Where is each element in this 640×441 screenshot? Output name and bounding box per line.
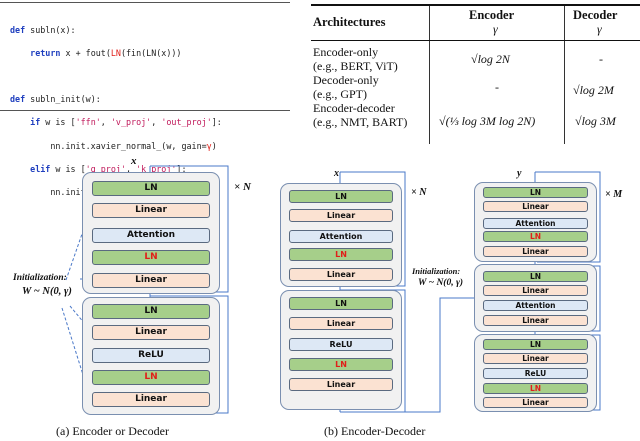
layer-ln: LN: [92, 304, 210, 319]
row-encoder-gamma: -: [495, 80, 499, 94]
init-formula: W ~ N(0, γ): [418, 278, 464, 288]
layer-linear: Linear: [289, 317, 393, 330]
layer-attention: Attention: [483, 300, 588, 311]
table-top-rule: [311, 4, 640, 6]
row-decoder-gamma: √log 3M: [575, 114, 616, 128]
input-x-label: x: [131, 155, 137, 167]
header-decoder-gamma: γ: [597, 22, 602, 36]
row-decoder-gamma: √log 2M: [573, 83, 614, 97]
layer-linear: Linear: [92, 203, 210, 218]
row-arch-example: (e.g., BERT, ViT): [313, 59, 398, 73]
input-x-label: x: [334, 168, 339, 179]
layer-relu: ReLU: [92, 348, 210, 363]
repeat-n-label: × N: [234, 181, 251, 193]
layer-ln-highlight: LN: [483, 383, 588, 394]
layer-ln-highlight: LN: [483, 231, 588, 242]
layer-relu: ReLU: [289, 338, 393, 351]
code-line: nn.init.xavier_normal_(w, gain=γ): [50, 140, 217, 151]
layer-ln: LN: [483, 339, 588, 350]
init-label: Initialization:: [13, 273, 67, 283]
layer-linear: Linear: [483, 353, 588, 364]
repeat-n-label: × N: [411, 187, 427, 198]
code-line: if w is ['ffn', 'v_proj', 'out_proj']:: [30, 117, 222, 128]
layer-linear: Linear: [483, 285, 588, 296]
row-arch-example: (e.g., GPT): [313, 87, 367, 101]
header-decoder: Decoder: [573, 8, 618, 22]
header-encoder: Encoder: [469, 8, 515, 22]
caption-a: (a) Encoder or Decoder: [56, 424, 169, 438]
table-col-divider: [429, 6, 430, 144]
layer-linear: Linear: [483, 246, 588, 257]
header-architectures: Architectures: [313, 15, 386, 29]
layer-linear: Linear: [289, 378, 393, 391]
row-encoder-gamma: √(⅓ log 3M log 2N): [439, 114, 536, 128]
layer-ln-highlight: LN: [289, 358, 393, 371]
layer-attention: Attention: [92, 228, 210, 243]
layer-attention: Attention: [289, 230, 393, 243]
layer-ln: LN: [483, 187, 588, 198]
row-arch: Encoder-only: [313, 45, 379, 59]
input-y-label: y: [517, 168, 522, 179]
layer-linear: Linear: [92, 325, 210, 340]
layer-ln: LN: [289, 297, 393, 310]
layer-ln: LN: [483, 271, 588, 282]
init-formula: W ~ N(0, γ): [22, 286, 72, 297]
layer-linear: Linear: [92, 392, 210, 407]
code-line: elif w is ['q_proj', 'k_proj']:: [30, 163, 187, 174]
layer-relu: ReLU: [483, 368, 588, 379]
layer-ln-highlight: LN: [92, 250, 210, 265]
layer-linear: Linear: [289, 268, 393, 281]
layer-ln: LN: [289, 190, 393, 203]
layer-ln-highlight: LN: [289, 248, 393, 261]
code-top-rule: [0, 2, 290, 3]
caption-b: (b) Encoder-Decoder: [324, 424, 426, 438]
row-arch-example: (e.g., NMT, BART): [313, 115, 408, 129]
layer-ln-highlight: LN: [92, 370, 210, 385]
layer-linear: Linear: [483, 397, 588, 408]
layer-linear: Linear: [289, 209, 393, 222]
layer-linear: Linear: [483, 315, 588, 326]
code-line: def subln_init(w):: [10, 94, 101, 105]
init-label: Initialization:: [412, 266, 461, 276]
layer-ln: LN: [92, 181, 210, 196]
table-mid-rule: [311, 40, 640, 41]
layer-attention: Attention: [483, 218, 588, 229]
header-encoder-gamma: γ: [493, 22, 498, 36]
layer-linear: Linear: [92, 273, 210, 288]
row-arch: Encoder-decoder: [313, 101, 395, 115]
code-bottom-rule: [0, 110, 290, 111]
repeat-m-label: × M: [605, 189, 623, 200]
code-line: return x + fout(LN(fin(LN(x))): [30, 47, 182, 58]
row-encoder-gamma: √log 2N: [471, 52, 510, 66]
table-col-divider: [564, 6, 565, 144]
row-decoder-gamma: -: [599, 52, 603, 66]
row-arch: Decoder-only: [313, 73, 379, 87]
layer-linear: Linear: [483, 201, 588, 212]
code-line: def subln(x):: [10, 24, 76, 35]
